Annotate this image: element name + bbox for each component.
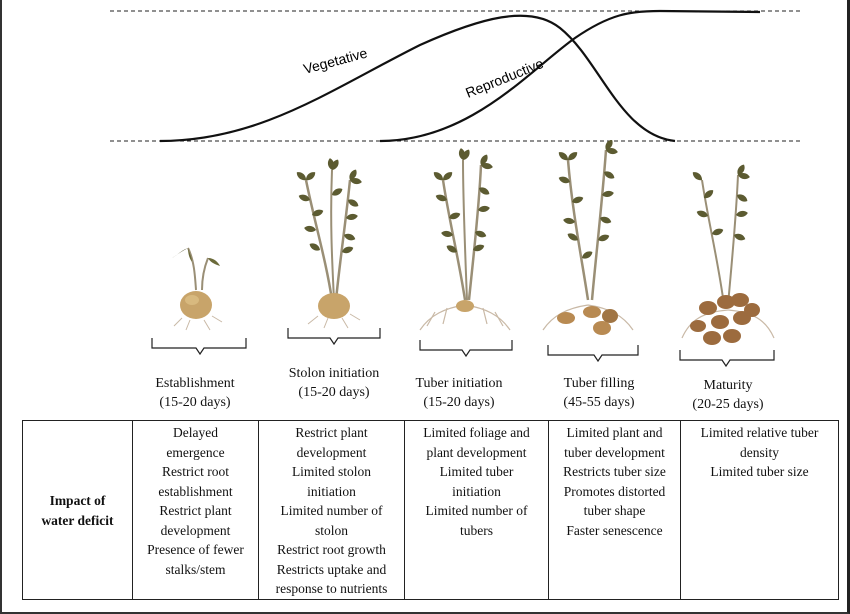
stage-braces [151,328,775,368]
stage-name: Tuber filling [563,376,635,391]
stage-duration: (15-20 days) [423,395,495,410]
impact-text-line: Restrict root growth [277,542,386,557]
stage-name: Maturity [703,378,753,393]
impact-text-line: tuber shape [583,503,646,518]
stage-duration: (15-20 days) [298,385,370,400]
stage-maturity: Maturity (20-25 days) [653,376,803,414]
impact-text-line: Restrict root [161,464,230,479]
row-header-line: water deficit [41,512,114,528]
impact-table: Impact of water deficit Delayed emergence… [22,420,839,600]
establishment-plant [172,247,223,331]
impact-row-header: Impact of water deficit [22,420,133,600]
stage-duration: (45-55 days) [563,395,635,410]
stage-tuber-filling: Tuber filling (45-55 days) [524,374,674,412]
impact-text-line: Limited number of [425,503,528,518]
impact-text-line: Limited tuber [439,464,514,479]
impact-text-line: Restricts tuber size [563,464,666,479]
stolon-initiation-plant [294,157,363,329]
plant-illustrations [151,140,775,368]
tuber-initiation-plant [419,147,511,331]
impact-text-line: development [160,522,231,538]
impact-text-line: development [296,444,367,460]
stage-duration: (20-25 days) [692,397,764,412]
stage-name: Establishment [155,376,235,391]
impact-text-line: Delayed [173,425,218,440]
maturity-plant [681,163,775,345]
brace-establishment [151,338,247,356]
impact-text-line: Limited relative tuber [700,425,819,440]
impact-text-line: response to nutrients [275,581,388,596]
impact-text-line: Limited plant and [566,425,663,440]
impact-text-line: density [740,444,779,460]
reproductive-curve [379,9,761,143]
impact-text-line: Restrict plant [295,425,368,440]
impact-text-line: Restricts uptake and [276,561,387,577]
brace-tuber-filling [547,345,639,363]
impact-text-line: Limited stolon [291,464,372,479]
impact-text-line: establishment [158,483,233,499]
brace-maturity [679,350,775,368]
vegetative-curve [159,14,676,143]
phase-curves: Vegetative Reproductive [110,9,800,143]
impact-text-line: initiation [452,483,501,499]
impact-text-line: Restrict plant [159,503,232,518]
impact-text-line: stalks/stem [165,561,226,577]
stage-tuber-initiation: Tuber initiation (15-20 days) [384,374,534,412]
stage-name: Tuber initiation [415,376,503,391]
impact-text-line: plant development [426,444,527,460]
impact-text-line: Limited number of [280,503,383,518]
brace-tuber-initiation [419,340,513,358]
impact-text-line: emergence [166,444,225,460]
impact-text-line: initiation [307,483,356,499]
impact-text-line: Limited foliage and [423,425,530,440]
row-header-line: Impact of [49,493,106,509]
stage-name: Stolon initiation [288,366,380,381]
stage-duration: (15-20 days) [159,395,231,410]
impact-text-line: Faster senescence [566,522,663,538]
stage-establishment: Establishment (15-20 days) [120,374,270,412]
tuber-filling-plant [542,140,634,335]
impact-text-line: Promotes distorted [563,483,666,499]
stage-stolon-initiation: Stolon initiation (15-20 days) [259,364,409,402]
vegetative-label: Vegetative [302,44,370,76]
impact-text-line: Limited tuber size [710,464,809,479]
impact-text-line: stolon [314,522,348,538]
impact-text-line: tuber development [564,444,665,460]
impact-text-line: tubers [460,522,493,538]
impact-row: Impact of water deficit Delayed emergence… [22,420,839,600]
impact-text-line: Presence of fewer [147,542,244,557]
brace-stolon-initiation [287,328,381,346]
